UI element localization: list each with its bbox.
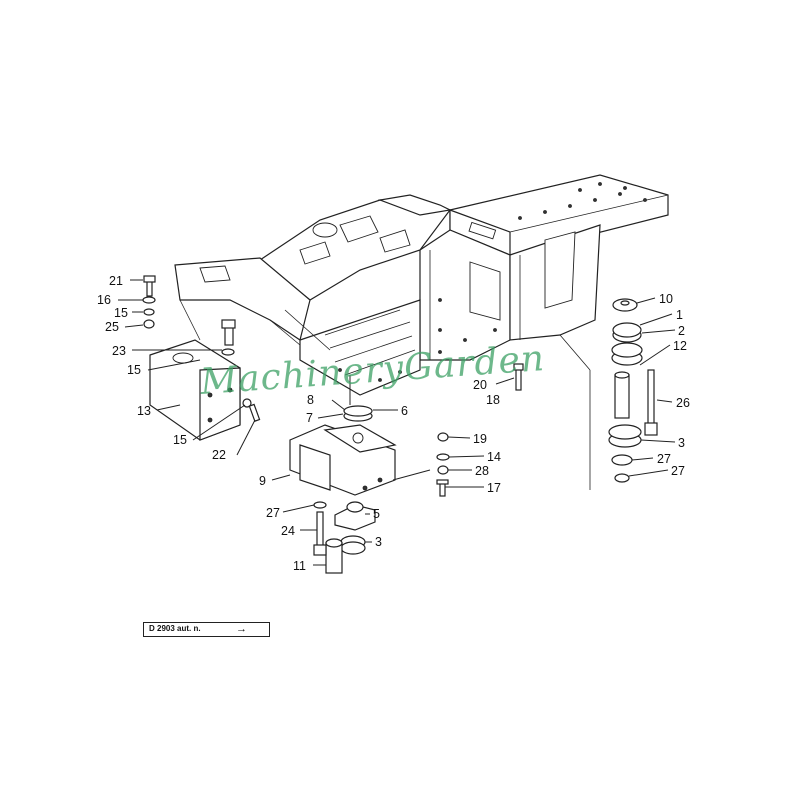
callout-6: 6: [401, 404, 408, 418]
callout-27a: 27: [266, 506, 280, 520]
center-engine-mount-bracket: [289, 424, 397, 496]
callout-2: 27: [657, 452, 671, 466]
lower-mount-stack: [313, 501, 376, 574]
callout-20: 20: [473, 378, 487, 392]
callout-18: 18: [486, 393, 500, 407]
callout-22: 22: [212, 448, 226, 462]
callout-14: 14: [487, 450, 501, 464]
left-fastener-stack: [142, 275, 261, 422]
callout-15c: 15: [173, 433, 187, 447]
arrow-right-icon: →: [236, 623, 247, 635]
callout-19: 19: [473, 432, 487, 446]
callout-3b: 3: [678, 436, 685, 450]
reference-code: D 2903 aut. n.: [149, 624, 201, 633]
rubber-mount-upper: [343, 375, 373, 422]
callout-27b: 27: [671, 464, 685, 478]
reference-code-box: D 2903 aut. n. →: [143, 622, 270, 637]
callout-15b: 15: [127, 363, 141, 377]
callout-12: 11: [293, 559, 306, 573]
callout-5: 3: [375, 535, 382, 549]
callout-labels: 21 16 15 25 23 15 13 15 22 8 7 6 9 27 24…: [97, 274, 690, 573]
callout-23: 23: [112, 344, 126, 358]
callout-24: 24: [281, 524, 295, 538]
callout-4: 12: [673, 339, 687, 353]
callout-15a: 15: [114, 306, 128, 320]
callout-3a: 2: [678, 324, 685, 338]
callout-9: 9: [259, 474, 266, 488]
callout-8: 7: [306, 411, 313, 425]
leader-lines: [118, 279, 676, 566]
callout-25: 26: [676, 396, 690, 410]
callout-16: 16: [97, 293, 111, 307]
callout-1: 1: [676, 308, 683, 322]
callout-10: 8: [307, 393, 314, 407]
callout-26: 25: [105, 320, 119, 334]
tractor-frame: [174, 174, 669, 490]
callout-13: 13: [137, 404, 151, 418]
callout-7: 5: [373, 507, 380, 521]
callout-21: 21: [109, 274, 123, 288]
callout-17: 17: [487, 481, 501, 495]
callout-28: 28: [475, 464, 489, 478]
right-mount-stack: [608, 298, 658, 483]
callout-11: 10: [659, 292, 673, 306]
